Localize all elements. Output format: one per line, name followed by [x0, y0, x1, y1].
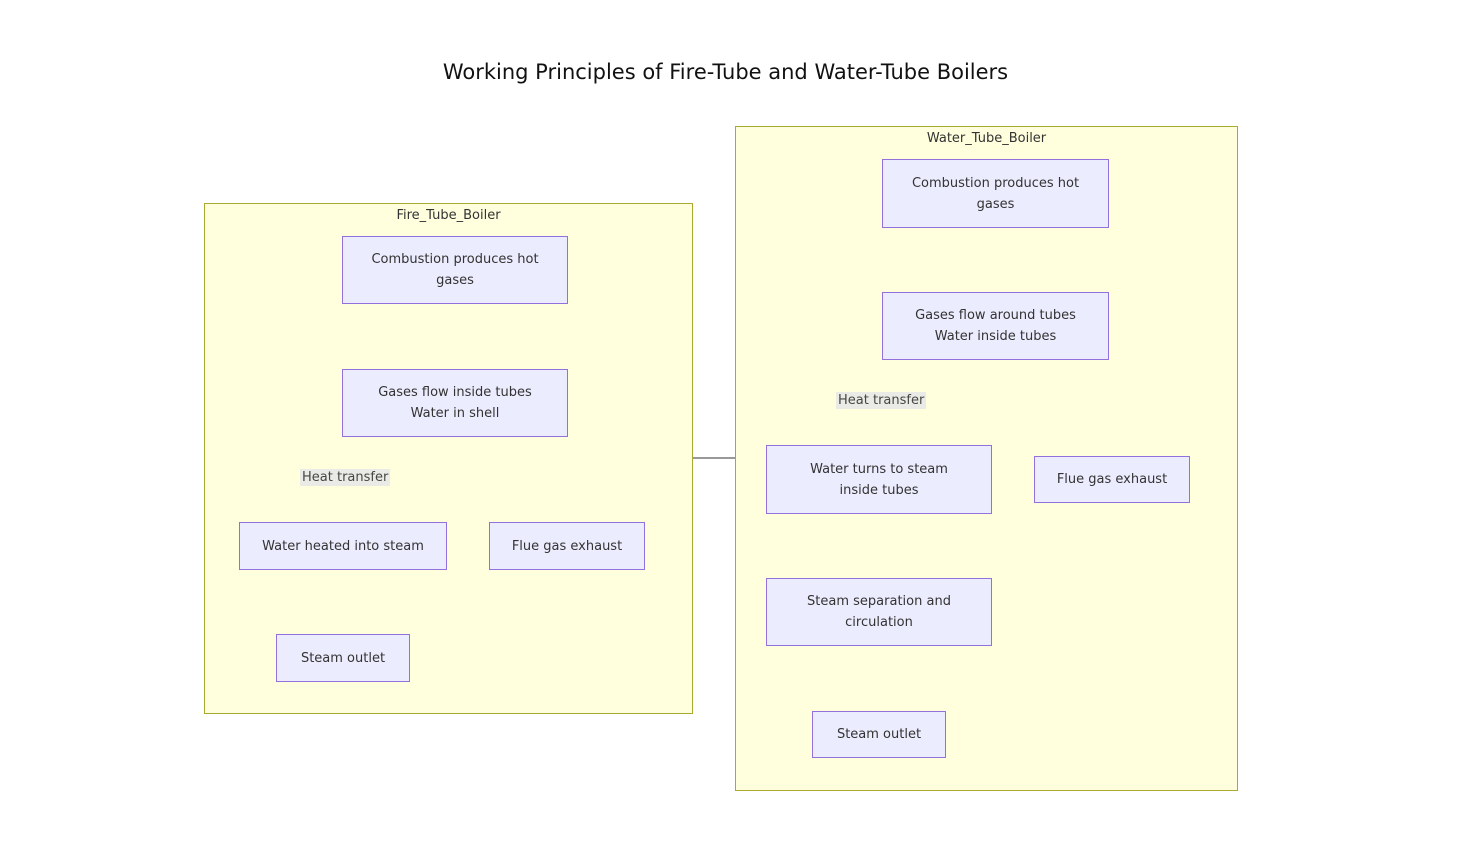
edge-label-fire-heat-transfer: Heat transfer	[300, 469, 391, 486]
node-water-flue-gas[interactable]: Flue gas exhaust	[1034, 456, 1190, 503]
node-fire-flue-gas[interactable]: Flue gas exhaust	[489, 522, 645, 570]
diagram-title: Working Principles of Fire-Tube and Wate…	[442, 60, 1009, 84]
node-fire-gases-flow[interactable]: Gases flow inside tubes Water in shell	[342, 369, 568, 437]
node-fire-water-heated[interactable]: Water heated into steam	[239, 522, 447, 570]
cluster-label: Fire_Tube_Boiler	[396, 208, 501, 223]
node-water-steam-outlet[interactable]: Steam outlet	[812, 711, 946, 758]
node-water-turns-steam[interactable]: Water turns to steam inside tubes	[766, 445, 992, 514]
node-water-combustion[interactable]: Combustion produces hot gases	[882, 159, 1109, 228]
node-water-gases-flow[interactable]: Gases flow around tubes Water inside tub…	[882, 292, 1109, 360]
edge-label-water-heat-transfer: Heat transfer	[836, 392, 927, 409]
cluster-label: Water_Tube_Boiler	[926, 131, 1047, 146]
node-fire-combustion[interactable]: Combustion produces hot gases	[342, 236, 568, 304]
node-fire-steam-outlet[interactable]: Steam outlet	[276, 634, 410, 682]
node-water-steam-separation[interactable]: Steam separation and circulation	[766, 578, 992, 646]
